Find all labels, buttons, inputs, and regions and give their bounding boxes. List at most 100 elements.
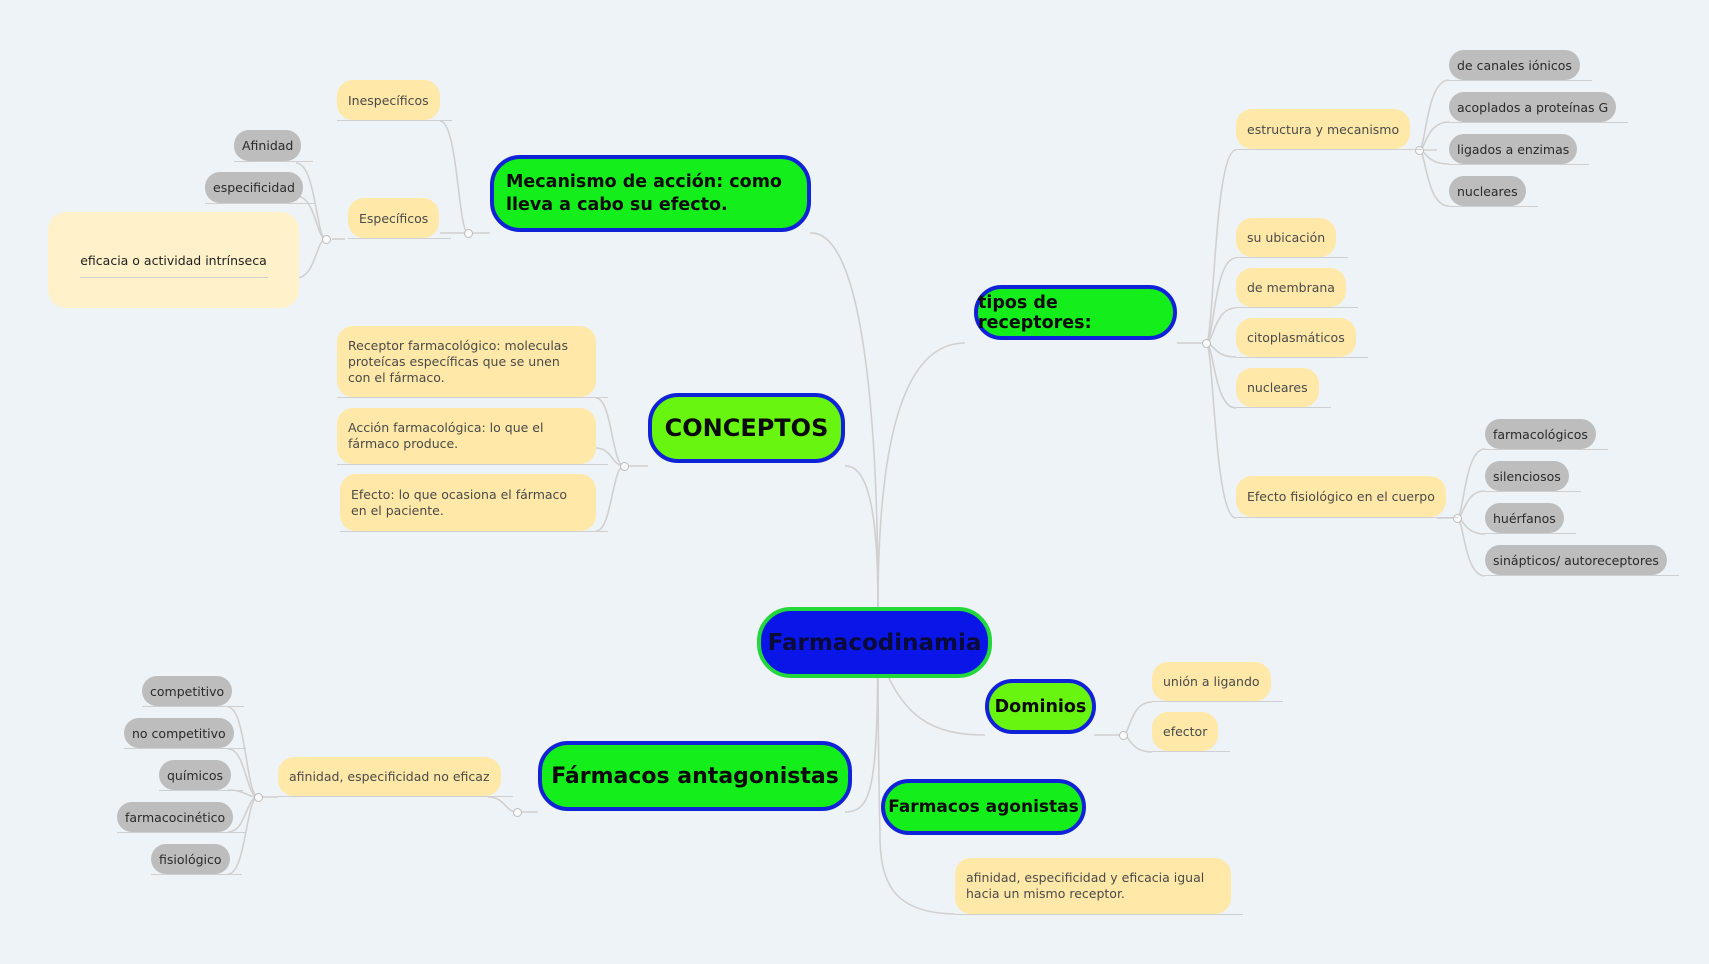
node-membrana[interactable]: de membrana (1236, 268, 1346, 307)
leaf-fisiologico[interactable]: fisiológico (151, 844, 230, 874)
node-efector-label: efector (1163, 724, 1208, 739)
branch-dominios[interactable]: Dominios (985, 679, 1096, 734)
leaf-afinidad[interactable]: Afinidad (234, 130, 302, 161)
leaf-canales-label: de canales iónicos (1457, 57, 1572, 73)
node-agonistas-note[interactable]: afinidad, especificidad y eficacia igual… (955, 858, 1231, 914)
leaf-ligados-enzimas[interactable]: ligados a enzimas (1449, 134, 1578, 164)
leaf-farmacocinetico[interactable]: farmacocinético (117, 802, 234, 832)
node-receptor-label: Receptor farmacológico: moleculas proteí… (348, 337, 568, 385)
node-underline (278, 796, 513, 797)
leaf-farmacologicos[interactable]: farmacológicos (1485, 419, 1596, 449)
leaf-no-competitivo[interactable]: no competitivo (124, 718, 234, 748)
receptores-connector-dot (1202, 339, 1211, 348)
especificos-connector-dot (322, 235, 331, 244)
node-underline (124, 748, 246, 749)
branch-mecanismo[interactable]: Mecanismo de acción: como lleva a cabo s… (490, 155, 811, 232)
node-underline (117, 832, 245, 833)
node-underline (159, 790, 243, 791)
branch-antagonistas[interactable]: Fármacos antagonistas (538, 741, 852, 811)
leaf-competitivo[interactable]: competitivo (142, 676, 233, 706)
node-underline (337, 120, 452, 121)
node-underline (1449, 164, 1589, 165)
dominios-connector-dot (1119, 731, 1128, 740)
node-underline (1152, 751, 1230, 752)
node-underline (1236, 517, 1458, 518)
leaf-especificidad[interactable]: especificidad (205, 172, 303, 203)
node-underline (1485, 533, 1576, 534)
node-receptor-farmacologico[interactable]: Receptor farmacológico: moleculas proteí… (337, 326, 596, 397)
leaf-farmacocinetico-label: farmacocinético (125, 809, 226, 825)
node-efecto[interactable]: Efecto: lo que ocasiona el fármaco en el… (340, 474, 596, 531)
antagonistas-sub-dot (254, 793, 263, 802)
node-underline (1236, 357, 1368, 358)
node-nucleares-label: nucleares (1247, 380, 1308, 395)
leaf-competitivo-label: competitivo (150, 683, 225, 699)
node-eficacia[interactable]: eficacia o actividad intrínseca (48, 212, 299, 308)
node-underline (1485, 491, 1581, 492)
estructura-connector-dot (1415, 146, 1424, 155)
node-efector[interactable]: efector (1152, 712, 1219, 751)
node-ubicacion-label: su ubicación (1247, 230, 1326, 245)
leaf-canales-ionicos[interactable]: de canales iónicos (1449, 50, 1580, 80)
node-inespecificos[interactable]: Inespecíficos (337, 80, 440, 120)
branch-receptores[interactable]: tipos de receptores: (974, 285, 1177, 340)
root-node[interactable]: Farmacodinamia (757, 607, 992, 678)
node-underline (1485, 449, 1608, 450)
mecanismo-connector-dot (464, 229, 473, 238)
node-union-ligando[interactable]: unión a ligando (1152, 662, 1271, 701)
branch-agonistas[interactable]: Farmacos agonistas (881, 779, 1086, 835)
branch-receptores-label: tipos de receptores: (978, 292, 1092, 333)
leaf-huerfanos[interactable]: huérfanos (1485, 503, 1564, 533)
node-antagonistas-note[interactable]: afinidad, especificidad no eficaz (278, 757, 501, 796)
leaf-silenciosos[interactable]: silenciosos (1485, 461, 1569, 491)
antagonistas-connector-dot (513, 808, 522, 817)
node-nucleares[interactable]: nucleares (1236, 368, 1319, 407)
node-underline (337, 464, 608, 465)
leaf-huerfanos-label: huérfanos (1493, 510, 1556, 526)
node-underline (1236, 149, 1422, 150)
node-ubicacion[interactable]: su ubicación (1236, 218, 1337, 257)
node-underline (234, 161, 313, 162)
node-especificos[interactable]: Específicos (348, 198, 440, 238)
node-efecto-fisiologico-label: Efecto fisiológico en el cuerpo (1247, 489, 1435, 504)
node-estructura-label: estructura y mecanismo (1247, 121, 1400, 137)
node-efecto-fisiologico[interactable]: Efecto fisiológico en el cuerpo (1236, 476, 1446, 517)
leaf-acoplados-proteinas-g[interactable]: acoplados a proteínas G (1449, 92, 1617, 122)
branch-mecanismo-label: Mecanismo de acción: como lleva a cabo s… (506, 171, 782, 215)
node-underline (142, 706, 244, 707)
branch-dominios-label: Dominios (994, 696, 1087, 717)
node-eficacia-label: eficacia o actividad intrínseca (80, 252, 267, 268)
branch-conceptos-label: CONCEPTOS (664, 414, 829, 442)
root-label: Farmacodinamia (767, 629, 982, 656)
node-underline (1236, 407, 1331, 408)
leaf-fisiologico-label: fisiológico (159, 851, 222, 867)
node-underline (1449, 122, 1628, 123)
conceptos-connector-dot (620, 462, 629, 471)
node-inespecificos-label: Inespecíficos (348, 92, 429, 108)
node-underline (151, 874, 242, 875)
node-citoplasmaticos-label: citoplasmáticos (1247, 330, 1345, 345)
node-underline (348, 238, 451, 239)
node-antagonistas-note-label: afinidad, especificidad no eficaz (289, 769, 490, 784)
node-underline (955, 914, 1243, 915)
leaf-quimicos[interactable]: químicos (159, 760, 232, 790)
node-estructura-mecanismo[interactable]: estructura y mecanismo (1236, 109, 1411, 149)
node-accion-farmacologica[interactable]: Acción farmacológica: lo que el fármaco … (337, 408, 596, 464)
leaf-sinapticos-label: sinápticos/ autoreceptores (1493, 552, 1659, 568)
node-underline (1449, 80, 1592, 81)
node-citoplasmaticos[interactable]: citoplasmáticos (1236, 318, 1356, 357)
node-especificos-label: Específicos (359, 210, 429, 226)
node-underline (205, 203, 315, 204)
node-underline (1236, 307, 1358, 308)
node-union-label: unión a ligando (1163, 674, 1260, 689)
leaf-nucleares-estructura[interactable]: nucleares (1449, 176, 1526, 206)
node-efecto-label: Efecto: lo que ocasiona el fármaco en el… (351, 486, 568, 518)
node-underline (1485, 575, 1679, 576)
leaf-especificidad-label: especificidad (213, 180, 295, 195)
efecto-fisiologico-connector-dot (1453, 514, 1462, 523)
branch-conceptos[interactable]: CONCEPTOS (648, 393, 845, 463)
node-underline (1449, 206, 1538, 207)
leaf-acoplados-label: acoplados a proteínas G (1457, 99, 1609, 115)
branch-antagonistas-label: Fármacos antagonistas (551, 763, 839, 789)
leaf-sinapticos[interactable]: sinápticos/ autoreceptores (1485, 545, 1667, 575)
